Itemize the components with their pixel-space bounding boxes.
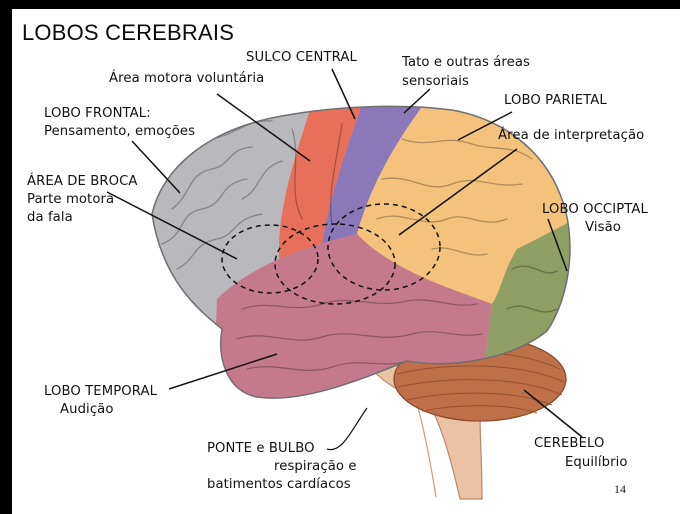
leader-ponte	[327, 408, 367, 450]
label-tato-line2: sensoriais	[402, 73, 469, 90]
leader-lobo-frontal	[132, 141, 180, 193]
label-lobo-occipital-line2: Visão	[585, 219, 621, 236]
label-area-motora: Área motora voluntária	[109, 70, 264, 87]
label-sulco-central: SULCO CENTRAL	[246, 49, 357, 66]
label-cerebelo-line2: Equilíbrio	[565, 454, 628, 471]
page-title: LOBOS CEREBRAIS	[22, 20, 234, 46]
label-broca-line3: da fala	[27, 209, 73, 226]
label-lobo-frontal-line1: LOBO FRONTAL:	[44, 105, 151, 122]
label-lobo-occipital-line1: LOBO OCCIPTAL	[542, 201, 648, 218]
label-area-interpretacao: Área de interpretação	[498, 127, 644, 144]
page-number: 14	[614, 482, 626, 497]
slide: LOBOS CEREBRAIS SULCO CENTRAL Tato e out…	[12, 9, 680, 514]
label-tato-line1: Tato e outras áreas	[402, 54, 530, 71]
label-ponte-line2: respiração e	[274, 458, 357, 475]
label-lobo-temporal-line1: LOBO TEMPORAL	[44, 383, 157, 400]
label-ponte-line3: batimentos cardíacos	[207, 476, 351, 493]
label-lobo-parietal: LOBO PARIETAL	[504, 92, 607, 109]
label-broca-line1: ÁREA DE BROCA	[27, 173, 138, 190]
label-cerebelo-line1: CEREBELO	[534, 435, 604, 452]
label-ponte-line1: PONTE e BULBO	[207, 440, 315, 457]
label-lobo-temporal-line2: Audição	[60, 401, 114, 418]
label-broca-line2: Parte motora	[27, 191, 114, 208]
label-lobo-frontal-line2: Pensamento, emoções	[44, 123, 195, 140]
